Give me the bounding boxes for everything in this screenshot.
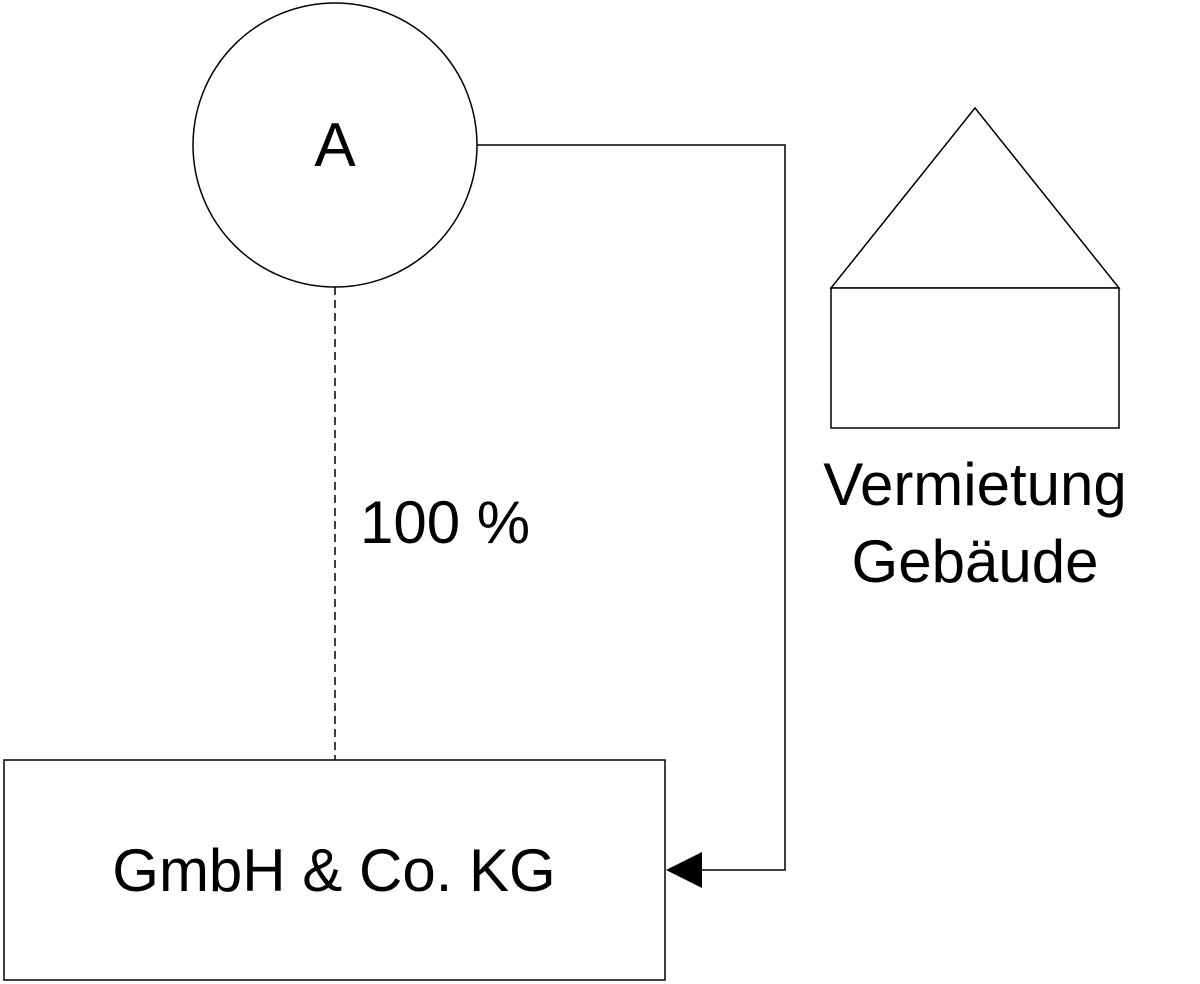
company-label: GmbH & Co. KG (112, 837, 555, 904)
building-icon (829, 106, 1121, 429)
building-body (830, 287, 1120, 429)
company-box (3, 759, 666, 981)
ownership-percentage: 100 % (360, 489, 530, 556)
company-node: GmbH & Co. KG (3, 759, 666, 981)
building-label-line1: Vermietung (823, 451, 1127, 518)
person-label: A (314, 111, 356, 180)
rental-arrowhead (666, 852, 702, 888)
building-roof (829, 106, 1121, 289)
building-label-line2: Gebäude (852, 528, 1099, 595)
rental-connector-line (477, 144, 786, 871)
person-node: A (192, 2, 478, 288)
